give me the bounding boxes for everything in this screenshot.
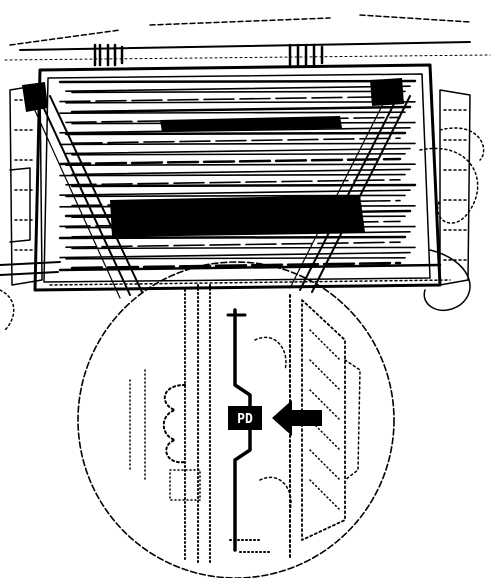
fin-line <box>71 246 416 250</box>
detail-magnifier-circle: PD <box>77 261 395 578</box>
callout-marker-box <box>228 406 262 430</box>
fin-line <box>58 235 407 240</box>
left-arrow-icon <box>272 400 322 436</box>
fin-line <box>59 251 411 259</box>
fin-line <box>59 111 406 114</box>
fin-line <box>58 157 402 166</box>
fin-line <box>71 168 411 176</box>
fin-line <box>59 142 416 146</box>
fin-line <box>65 147 411 155</box>
fin-line <box>64 131 407 136</box>
fin-line <box>71 90 406 94</box>
fin-line <box>59 189 411 196</box>
fin-line <box>65 101 416 104</box>
fin-line <box>65 257 406 260</box>
fin-line <box>58 79 417 84</box>
callout-marker-label: PD <box>237 412 253 427</box>
fin-line <box>65 241 401 248</box>
fin-line <box>65 85 411 92</box>
fin-line <box>71 231 411 238</box>
radiator-fins <box>58 79 417 270</box>
fin-line <box>70 183 417 188</box>
fin-line <box>71 153 406 156</box>
fin-line <box>59 95 401 103</box>
fin-line <box>65 163 416 166</box>
fin-line <box>59 173 406 177</box>
callout-leader-lines <box>31 89 411 299</box>
fin-line <box>71 137 401 144</box>
fin-line <box>70 105 412 114</box>
fin-line <box>70 261 402 270</box>
